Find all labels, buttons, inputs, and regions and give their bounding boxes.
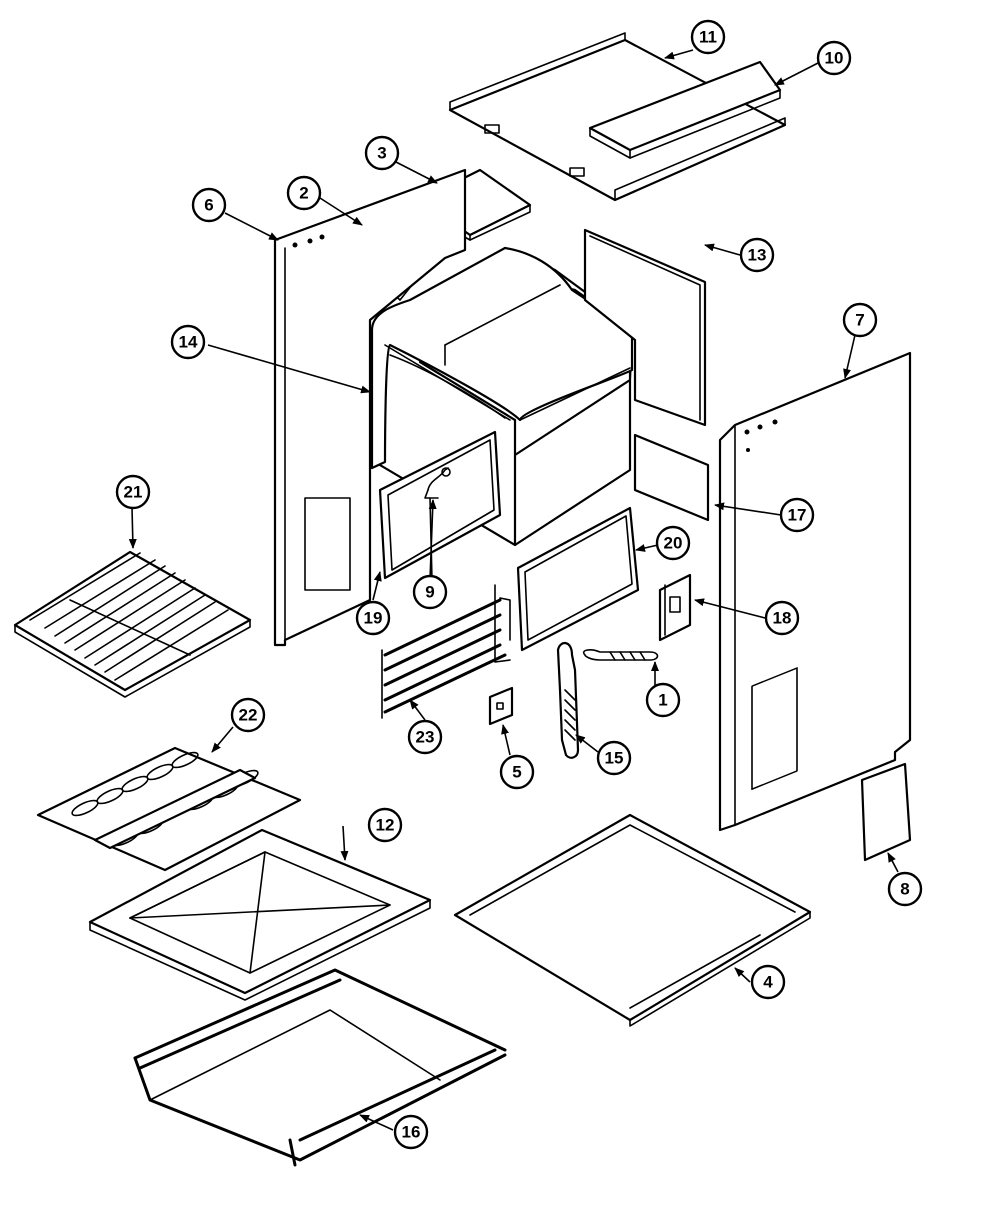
callout-3: 3 xyxy=(364,135,400,171)
callout-label: 12 xyxy=(376,816,395,835)
callout-14: 14 xyxy=(170,324,206,360)
part-broiler-insert xyxy=(36,746,302,872)
callout-label: 10 xyxy=(825,49,844,68)
callout-23: 23 xyxy=(407,719,443,755)
callout-label: 23 xyxy=(416,728,435,747)
part-rear-panel xyxy=(583,228,707,427)
callout-label: 7 xyxy=(855,311,864,330)
leader-lines xyxy=(128,49,899,1131)
callout-label: 9 xyxy=(425,583,434,602)
callout-label: 13 xyxy=(748,246,767,265)
part-small-bracket xyxy=(488,686,514,726)
callout-label: 16 xyxy=(402,1123,421,1142)
callout-16: 16 xyxy=(393,1114,429,1150)
callout-13: 13 xyxy=(739,237,775,273)
callout-label: 5 xyxy=(512,763,521,782)
callout-10: 10 xyxy=(816,40,852,76)
callout-18: 18 xyxy=(764,600,800,636)
part-hinge-bracket xyxy=(658,573,692,642)
callout-label: 22 xyxy=(239,706,258,725)
callout-21: 21 xyxy=(115,474,151,510)
callout-label: 8 xyxy=(900,880,909,899)
part-broiler-pan xyxy=(88,828,432,1001)
part-drawer-frame xyxy=(133,968,507,1167)
part-top-rail xyxy=(588,60,782,159)
callout-6: 6 xyxy=(191,187,227,223)
callout-12: 12 xyxy=(367,807,403,843)
callout-11: 11 xyxy=(690,19,726,55)
callout-4: 4 xyxy=(750,964,786,1000)
callout-label: 3 xyxy=(377,144,386,163)
callout-19: 19 xyxy=(355,600,391,636)
callout-7: 7 xyxy=(842,302,878,338)
part-left-side-panel xyxy=(273,168,467,647)
callout-label: 15 xyxy=(605,749,624,768)
part-door-glass-left xyxy=(378,430,502,580)
part-broil-element xyxy=(381,584,511,719)
callout-label: 14 xyxy=(179,333,198,352)
callout-5: 5 xyxy=(499,754,535,790)
callout-9: 9 xyxy=(412,574,448,610)
part-side-cover xyxy=(860,762,912,862)
callout-label: 17 xyxy=(788,506,807,525)
callout-label: 4 xyxy=(763,973,773,992)
callout-label: 19 xyxy=(364,609,383,628)
callout-15: 15 xyxy=(596,740,632,776)
callout-label: 11 xyxy=(699,28,717,47)
part-oven-rack xyxy=(13,550,252,698)
part-door-hinge xyxy=(556,642,580,759)
part-insulation xyxy=(633,433,710,522)
callout-label: 1 xyxy=(658,691,667,710)
callout-2: 2 xyxy=(286,175,322,211)
callout-17: 17 xyxy=(779,497,815,533)
part-hinge-spring xyxy=(582,649,659,661)
callout-label: 18 xyxy=(773,609,792,628)
callout-label: 6 xyxy=(204,196,213,215)
part-door-panel-right xyxy=(516,506,640,652)
callout-20: 20 xyxy=(655,525,691,561)
callout-label: 21 xyxy=(124,483,143,502)
callout-label: 20 xyxy=(664,534,683,553)
part-right-side-panel xyxy=(718,351,912,832)
part-oven-bottom xyxy=(453,813,812,1027)
callout-22: 22 xyxy=(230,697,266,733)
callout-label: 2 xyxy=(299,184,308,203)
callout-8: 8 xyxy=(887,871,923,907)
callout-1: 1 xyxy=(645,682,681,718)
